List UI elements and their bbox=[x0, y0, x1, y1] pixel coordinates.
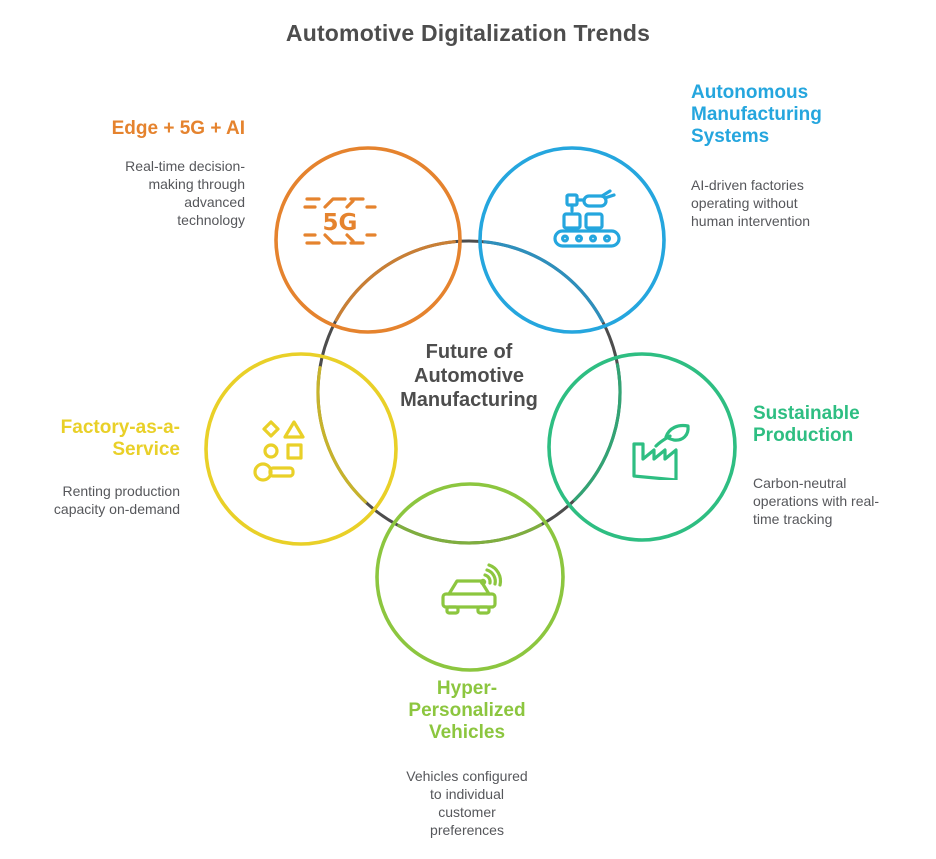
section-heading-autonomous-manufacturing: Autonomous Manufacturing Systems bbox=[691, 82, 822, 147]
section-autonomous-manufacturing: Autonomous Manufacturing Systems AI-driv… bbox=[691, 82, 901, 230]
5g-circuit-icon: 5G bbox=[303, 197, 377, 245]
section-description-autonomous-manufacturing: AI-driven factories operating without hu… bbox=[691, 177, 811, 229]
edge-5g-ai-circle bbox=[274, 146, 462, 334]
section-heading-sustainable-production: Sustainable Production bbox=[753, 403, 860, 446]
eco-factory-icon bbox=[632, 423, 690, 480]
section-heading-edge-5g-ai: Edge + 5G + AI bbox=[111, 118, 245, 139]
factory-as-a-service-circle bbox=[204, 352, 398, 546]
section-factory-as-a-service: Factory-as-a- Service Renting production… bbox=[0, 417, 180, 518]
section-edge-5g-ai: Edge + 5G + AI Real-time decision- makin… bbox=[35, 118, 245, 229]
section-heading-hyper-personalized-vehicles: Hyper- Personalized Vehicles bbox=[408, 678, 526, 743]
section-sustainable-production: Sustainable Production Carbon-neutral op… bbox=[753, 403, 933, 528]
section-hyper-personalized-vehicles: Hyper- Personalized Vehicles Vehicles co… bbox=[377, 678, 557, 839]
connector-ring-orange-segment bbox=[334, 240, 456, 322]
page-title: Automotive Digitalization Trends bbox=[285, 20, 651, 46]
svg-text:5G: 5G bbox=[323, 210, 358, 236]
section-description-hyper-personalized-vehicles: Vehicles configured to individual custom… bbox=[406, 768, 528, 838]
sustainable-production-circle bbox=[547, 352, 737, 542]
hyper-personalized-circle bbox=[375, 482, 565, 672]
connected-car-icon bbox=[441, 563, 503, 615]
robotic-conveyor-icon bbox=[553, 189, 621, 248]
connector-ring-lime-segment bbox=[397, 523, 543, 545]
connector-ring-green-segment bbox=[573, 363, 622, 502]
connector-ring-yellow-segment bbox=[316, 366, 367, 504]
center-label: Future of Automotive Manufacturing bbox=[400, 341, 538, 411]
section-description-edge-5g-ai: Real-time decision- making through advan… bbox=[125, 158, 245, 228]
section-heading-factory-as-a-service: Factory-as-a- Service bbox=[60, 417, 180, 460]
section-description-sustainable-production: Carbon-neutral operations with real- tim… bbox=[753, 475, 880, 527]
section-description-factory-as-a-service: Renting production capacity on-demand bbox=[53, 483, 180, 517]
autonomous-manufacturing-circle bbox=[478, 146, 666, 334]
tools-wrench-icon bbox=[253, 420, 305, 482]
connector-ring-blue-segment bbox=[483, 240, 604, 323]
